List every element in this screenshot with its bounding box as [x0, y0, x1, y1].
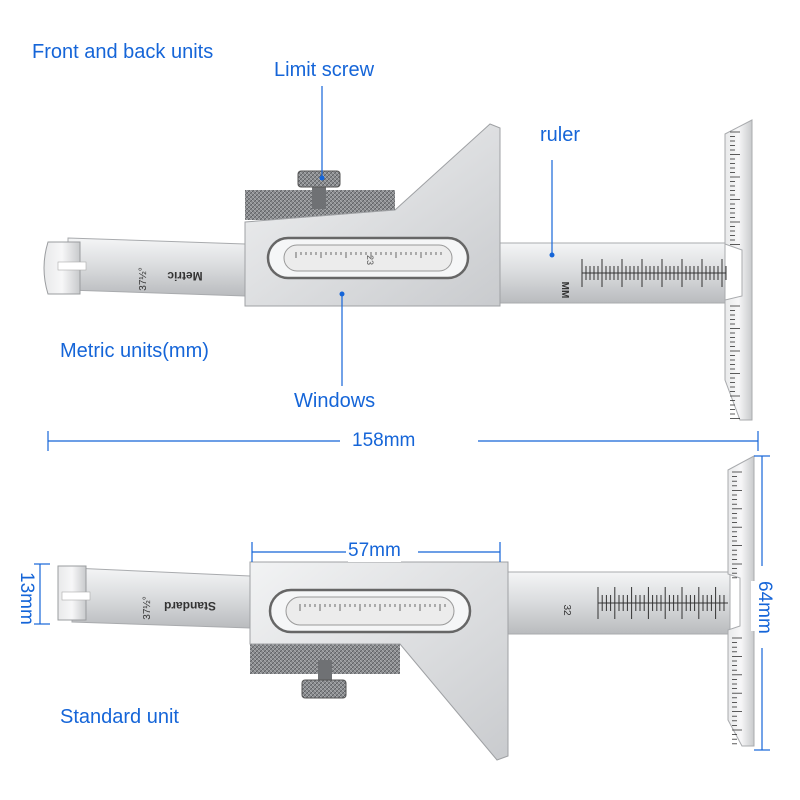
top-gauge	[43, 119, 753, 421]
bottom-limit-screw	[301, 660, 347, 699]
blade-height-dimension: 64mm	[751, 581, 775, 634]
standard-unit-label: Standard unit	[60, 706, 179, 728]
top-size-engraving: 37½°	[138, 267, 149, 290]
annotation-dots	[319, 175, 555, 297]
limit-screw-label: Limit screw	[274, 59, 375, 81]
front-back-units-label: Front and back units	[32, 41, 214, 63]
bottom-ruler-number: 32	[561, 604, 572, 616]
overall-length-dimension: 158mm	[352, 430, 416, 452]
body-width-dimension: 57mm	[348, 540, 401, 562]
top-blade	[724, 119, 753, 421]
top-arm-engraving: Metric	[167, 269, 203, 283]
top-limit-screw	[297, 170, 341, 209]
top-ruler-unit: MM	[559, 282, 570, 299]
window-number: 23	[365, 255, 375, 265]
metric-units-label: Metric units(mm)	[60, 340, 209, 362]
bottom-arm-engraving: Standard	[164, 599, 216, 613]
bottom-size-engraving: 37½°	[142, 596, 153, 619]
annotation-lines	[34, 86, 770, 751]
ruler-label: ruler	[540, 124, 581, 146]
top-arm	[67, 237, 246, 297]
bottom-arm	[71, 567, 251, 629]
windows-label: Windows	[294, 390, 376, 412]
head-height-dimension: 13mm	[13, 572, 37, 625]
ruler-graduations	[295, 131, 742, 745]
